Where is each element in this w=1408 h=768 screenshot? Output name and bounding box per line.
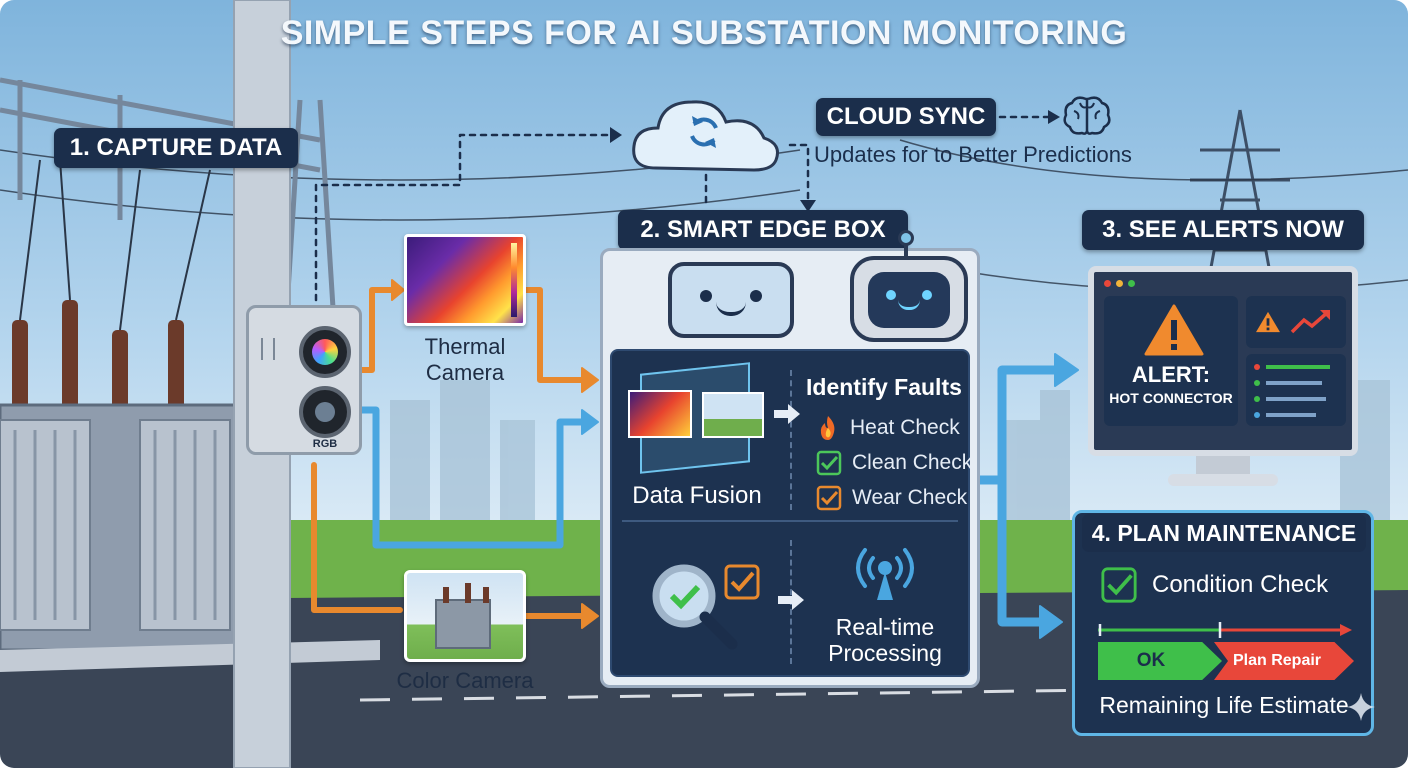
step-4-label: 4. PLAN MAINTENANCE (1082, 514, 1366, 552)
cloud-sync-label: CLOUD SYNC (816, 98, 996, 136)
step-1-label: 1. CAPTURE DATA (54, 128, 298, 168)
processing-label-1: Real-time (835, 614, 935, 640)
monitor-base (1168, 474, 1278, 486)
wear-check-label: Wear Check (852, 486, 968, 509)
condition-check-item: Condition Check (1100, 566, 1328, 604)
arrow-right-icon (778, 590, 804, 610)
alert-detail: HOT CONNECTOR (1109, 390, 1233, 406)
plan-repair-label: Plan Repair (1232, 652, 1322, 669)
heat-check-label: Heat Check (850, 416, 960, 439)
window-dots (1104, 280, 1135, 287)
monitor-stand (1196, 456, 1250, 476)
alert-title: ALERT: (1131, 362, 1211, 387)
fusion-thermal-thumb (628, 390, 692, 438)
wear-check-item: Wear Check (816, 485, 967, 511)
status-list-card (1246, 354, 1346, 426)
condition-check-label: Condition Check (1152, 571, 1329, 598)
warning-icon (1144, 304, 1204, 356)
processing-label-2: Processing (828, 640, 942, 666)
heat-check-item: Heat Check (816, 414, 960, 442)
remaining-life-label: Remaining Life Estimate (1099, 692, 1349, 718)
thermal-image (404, 234, 526, 326)
check-icon (1101, 567, 1137, 603)
magnifier-icon (652, 564, 738, 650)
clean-check-item: Clean Check (816, 450, 972, 476)
fusion-rgb-thumb (702, 392, 764, 438)
brain-icon (1063, 96, 1111, 135)
step-3-label: 3. SEE ALERTS NOW (1082, 210, 1364, 250)
check-icon (816, 485, 842, 511)
check-icon (816, 450, 842, 476)
flow-arrows (311, 110, 1079, 639)
plan-repair-segment: Plan Repair (1214, 642, 1354, 680)
robot-face-right (850, 230, 968, 342)
transformer (0, 403, 380, 672)
alert-monitor: ALERT: HOT CONNECTOR (1088, 266, 1358, 456)
flame-icon (820, 416, 835, 440)
identify-faults-title: Identify Faults (806, 374, 962, 400)
panel-divider-vertical (790, 370, 792, 510)
road-marking (359, 688, 1101, 702)
wireless-icon (856, 548, 914, 600)
check-icon (724, 564, 760, 600)
rgb-lens (299, 386, 351, 438)
step-2-label: 2. SMART EDGE BOX (618, 210, 908, 250)
color-camera-label: Color Camera (396, 668, 534, 693)
camera-vent (261, 338, 275, 360)
city-skyline (390, 380, 1390, 540)
warning-icon (1256, 311, 1280, 333)
thermal-label-1: Thermal (424, 334, 506, 359)
ok-segment: OK (1098, 642, 1222, 680)
ok-label: OK (1136, 650, 1166, 671)
arrow-right-icon (774, 404, 800, 424)
life-timeline (1098, 622, 1352, 638)
robot-face-left (668, 262, 794, 338)
transmission-tower (1190, 109, 1290, 301)
thermal-label-2: Camera (425, 360, 505, 385)
sync-icon (690, 116, 718, 148)
cloud-caption: Updates for to Better Predictions (814, 142, 1132, 167)
trend-up-icon (1290, 310, 1330, 334)
clean-check-label: Clean Check (852, 451, 973, 474)
camera-unit: RGB (246, 305, 362, 455)
data-fusion-label: Data Fusion (632, 482, 762, 509)
color-camera-image (404, 570, 526, 662)
insulators (12, 159, 211, 410)
panel-divider-horizontal (622, 520, 958, 522)
page-title: SIMPLE STEPS FOR AI SUBSTATION MONITORIN… (280, 14, 1128, 52)
thermal-lens (299, 326, 351, 378)
cloud-icon (632, 100, 779, 172)
camera-tag: RGB (312, 438, 338, 450)
sparkle-icon (1347, 693, 1375, 721)
